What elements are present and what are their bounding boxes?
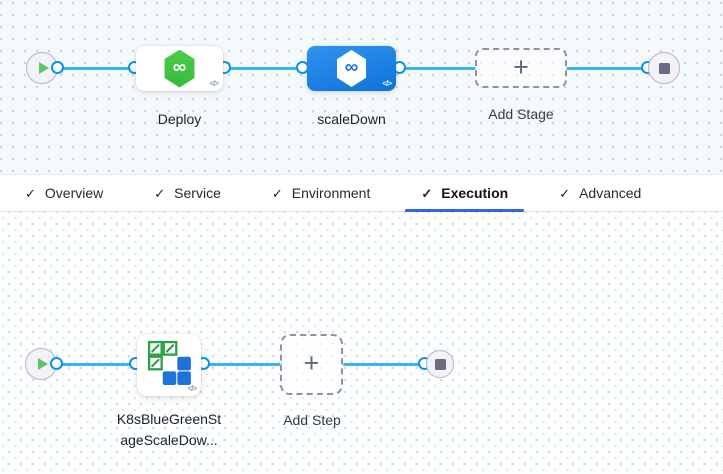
tab-label: Overview <box>44 185 104 201</box>
step-card-k8s-bluegreen-scaledown[interactable]: </> <box>137 334 201 396</box>
plus-icon: + <box>513 51 529 82</box>
tab-environment[interactable]: ✓ Environment <box>272 175 371 211</box>
connector-dot[interactable] <box>51 61 64 74</box>
tab-label: Environment <box>291 185 371 201</box>
code-icon[interactable]: </> <box>187 384 197 393</box>
connector-dot[interactable] <box>50 357 63 370</box>
edge-scaledown-addstage <box>402 67 476 70</box>
check-icon: ✓ <box>154 185 166 201</box>
add-stage-button[interactable]: + <box>475 48 567 88</box>
infinity-icon: ∞ <box>172 57 187 78</box>
check-icon: ✓ <box>25 185 36 201</box>
stop-icon <box>434 358 446 370</box>
harness-cd-icon: ∞ <box>164 49 195 88</box>
edge-deploy-scaledown <box>227 67 304 70</box>
tab-advanced[interactable]: ✓ Advanced <box>559 175 641 211</box>
execution-end-node[interactable] <box>426 350 454 378</box>
play-icon <box>37 358 48 370</box>
add-step-label: Add Step <box>283 412 341 428</box>
pipeline-end-node[interactable] <box>648 52 680 84</box>
add-step-button[interactable]: + <box>280 334 343 395</box>
edge-addstep-end <box>343 363 424 366</box>
stop-icon <box>658 62 670 74</box>
harness-cd-icon: ∞ <box>336 50 367 87</box>
stage-label-scaledown: scaleDown <box>317 111 386 127</box>
check-icon: ✓ <box>559 185 571 201</box>
step-label-line2: ageScaleDow... <box>120 432 218 448</box>
tab-execution[interactable]: ✓ Execution <box>405 175 524 212</box>
execution-graph-canvas[interactable]: </> K8sBlueGreenSt ageScaleDow... + Add … <box>0 212 723 474</box>
tab-label: Execution <box>441 185 509 201</box>
edge-start-deploy <box>60 67 134 70</box>
stage-graph-canvas[interactable]: ∞ </> Deploy ∞ </> scaleDown + Add Stage <box>0 0 723 174</box>
k8s-bluegreen-scaledown-icon <box>147 340 191 385</box>
stage-card-deploy[interactable]: ∞ </> <box>136 46 223 91</box>
code-icon[interactable]: </> <box>209 79 219 88</box>
play-icon <box>38 62 49 74</box>
stage-card-scaledown[interactable]: ∞ </> <box>307 46 396 91</box>
edge-addstage-end <box>566 67 647 70</box>
stage-config-tabs: ✓ Overview ✓ Service ✓ Environment ✓ Exe… <box>0 174 723 212</box>
tab-label: Advanced <box>579 185 642 201</box>
tab-overview[interactable]: ✓ Overview <box>25 175 103 211</box>
edge-start-step <box>59 363 133 366</box>
edge-step-addstep <box>206 363 282 366</box>
check-icon: ✓ <box>421 185 433 201</box>
stage-label-deploy: Deploy <box>157 111 202 127</box>
check-icon: ✓ <box>271 185 283 201</box>
add-stage-label: Add Stage <box>488 106 554 122</box>
infinity-icon: ∞ <box>344 57 359 78</box>
plus-icon: + <box>303 348 320 378</box>
tab-service[interactable]: ✓ Service <box>154 175 221 211</box>
code-icon[interactable]: </> <box>382 79 392 88</box>
step-label-line1: K8sBlueGreenSt <box>116 411 222 427</box>
step-label: K8sBlueGreenSt ageScaleDow... <box>103 409 235 451</box>
tab-label: Service <box>174 185 221 201</box>
